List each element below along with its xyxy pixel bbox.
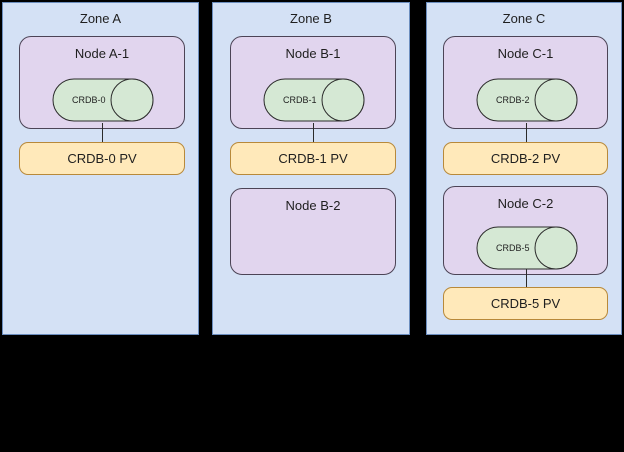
pv-crdb-2: CRDB-2 PV [443,142,608,175]
pv-crdb-1-label: CRDB-1 PV [278,151,348,166]
pv-crdb-5: CRDB-5 PV [443,287,608,320]
node-c-2: Node C-2 CRDB-5 [443,186,608,275]
zone-a-title: Zone A [79,11,122,26]
database-cylinder-icon: CRDB-5 [476,226,578,270]
node-b-2-title: Node B-2 [285,198,341,213]
pv-crdb-2-label: CRDB-2 PV [490,151,561,166]
connector-node-c-2-to-pv [526,269,527,289]
zone-b-title: Zone B [290,11,332,26]
pv-crdb-5-label: CRDB-5 PV [490,296,561,311]
pv-crdb-0-label: CRDB-0 PV [67,151,137,166]
pv-crdb-1: CRDB-1 PV [230,142,396,175]
zone-b: Zone B Node B-1 CRDB-1 CRDB-1 PV Node B-… [212,2,410,335]
zone-c: Zone C Node C-1 CRDB-2 CRDB-2 PV Node C-… [426,2,622,335]
node-a-1-title: Node A-1 [74,46,130,61]
node-c-1: Node C-1 CRDB-2 [443,36,608,129]
connector-node-b-1-to-pv [313,123,314,145]
database-cylinder-icon: CRDB-0 [52,78,154,122]
connector-node-a-1-to-pv [102,123,103,145]
database-cylinder-icon: CRDB-2 [476,78,578,122]
node-b-1: Node B-1 CRDB-1 [230,36,396,129]
zone-c-title: Zone C [502,11,546,26]
node-b-1-title: Node B-1 [285,46,341,61]
node-a-1: Node A-1 CRDB-0 [19,36,185,129]
connector-node-c-1-to-pv [526,123,527,145]
pv-crdb-0: CRDB-0 PV [19,142,185,175]
zone-a: Zone A Node A-1 CRDB-0 CRDB-0 PV [2,2,199,335]
database-cylinder-icon: CRDB-1 [263,78,365,122]
node-c-1-title: Node C-1 [497,46,554,61]
node-b-2: Node B-2 [230,188,396,275]
node-c-2-title: Node C-2 [497,196,554,211]
